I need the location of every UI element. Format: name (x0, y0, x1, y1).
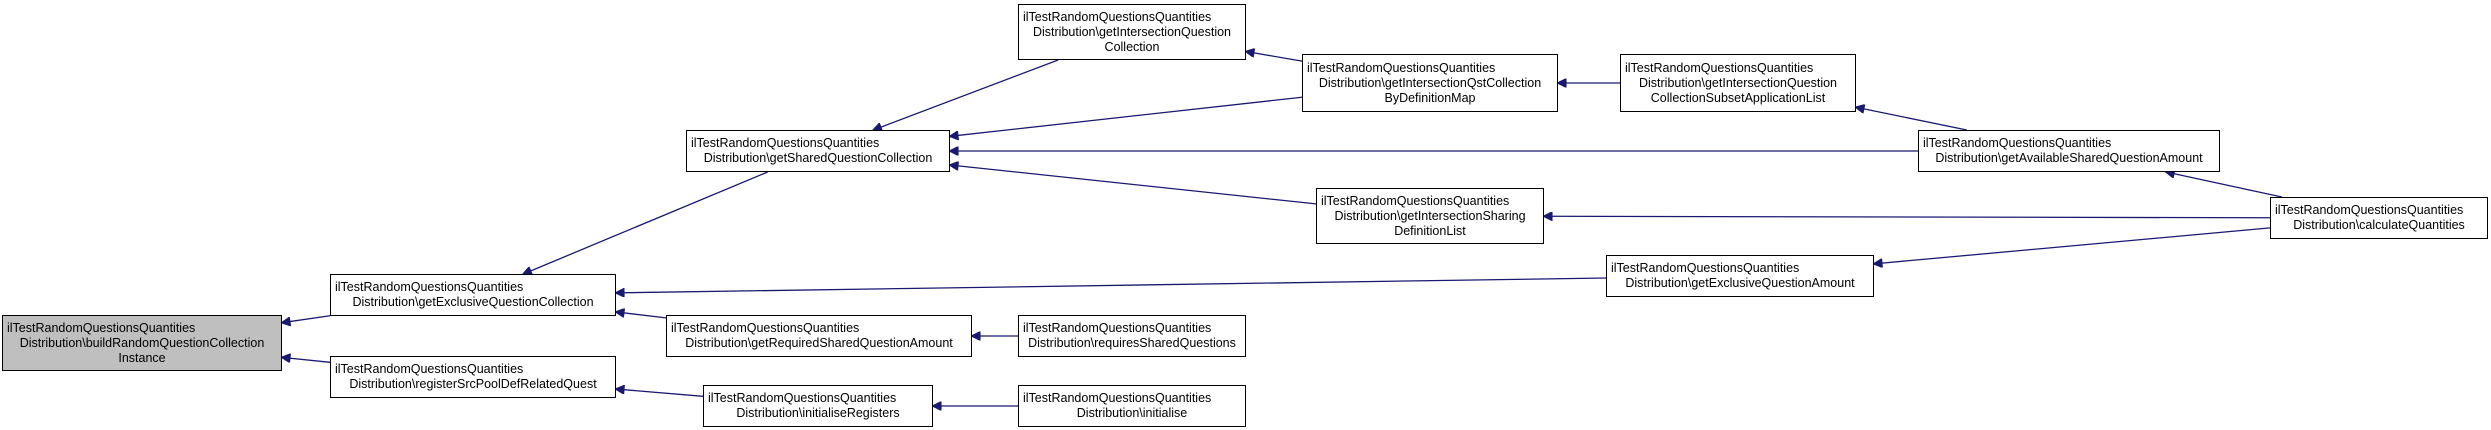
node-initialise[interactable]: ilTestRandomQuestionsQuantities Distribu… (1018, 385, 1246, 427)
node-get-shared-question-collection[interactable]: ilTestRandomQuestionsQuantities Distribu… (686, 130, 950, 172)
edge-getAvailableShared-to-getIntersectionSubset (1856, 107, 1967, 131)
node-line: Distribution\getExclusiveQuestionAmount (1625, 276, 1855, 290)
node-line: Distribution\getSharedQuestionCollection (703, 151, 933, 165)
edge-calculateQuantities-to-getExclusiveAmount (1874, 227, 2271, 264)
node-get-intersection-sharing-definition-list[interactable]: ilTestRandomQuestionsQuantities Distribu… (1316, 188, 1544, 244)
node-line: ilTestRandomQuestionsQuantities (1023, 391, 1212, 405)
edge-getIntersectionQstByDef-to-getIntersectionQC (1246, 52, 1303, 62)
node-line: ilTestRandomQuestionsQuantities (671, 321, 860, 335)
edge-calculateQuantities-to-getAvailableShared (2166, 172, 2282, 198)
node-line: Instance (118, 350, 166, 365)
node-line: Distribution\requiresSharedQuestions (1028, 336, 1236, 350)
node-line: ilTestRandomQuestionsQuantities (7, 320, 196, 335)
node-line: Distribution\getIntersectionQstCollectio… (1318, 75, 1542, 90)
edge-getShared-to-getExclusive (523, 171, 768, 274)
edge-getIntersectionQC-to-getShared (873, 59, 1059, 130)
edge-calculateQuantities-to-getIntersectionSharing (1544, 216, 2271, 218)
edge-getIntersectionQstByDef-to-getShared (950, 96, 1303, 136)
node-line: Distribution\getIntersectionQuestion (1638, 75, 1838, 90)
node-line: Distribution\buildRandomQuestionCollecti… (19, 335, 265, 350)
node-get-intersection-qst-collection-by-definition-map[interactable]: ilTestRandomQuestionsQuantities Distribu… (1302, 54, 1558, 112)
node-line: Distribution\initialise (1076, 406, 1188, 420)
node-get-intersection-question-collection-subset-application-list[interactable]: ilTestRandomQuestionsQuantities Distribu… (1620, 54, 1856, 112)
node-line: ilTestRandomQuestionsQuantities (1321, 193, 1510, 208)
node-line: ilTestRandomQuestionsQuantities (335, 362, 524, 376)
node-line: ilTestRandomQuestionsQuantities (708, 391, 897, 405)
edge-getRequiredShared-to-getExclusive (616, 312, 667, 319)
node-line: Distribution\initialiseRegisters (736, 406, 900, 420)
node-line: ilTestRandomQuestionsQuantities (1625, 60, 1814, 75)
node-line: Collection (1104, 39, 1160, 54)
node-register-src-pool-def-related-quest[interactable]: ilTestRandomQuestionsQuantities Distribu… (330, 356, 616, 398)
node-line: ilTestRandomQuestionsQuantities (335, 280, 524, 294)
node-line: ilTestRandomQuestionsQuantities (1307, 60, 1496, 75)
node-line: ilTestRandomQuestionsQuantities (1023, 9, 1212, 24)
node-initialise-registers[interactable]: ilTestRandomQuestionsQuantities Distribu… (703, 385, 933, 427)
node-line: ilTestRandomQuestionsQuantities (2275, 203, 2464, 217)
node-build-random-question-collection-instance: ilTestRandomQuestionsQuantities Distribu… (2, 315, 282, 371)
edge-registerSrc-to-build (282, 357, 331, 363)
node-line: ilTestRandomQuestionsQuantities (1023, 321, 1212, 335)
node-line: ilTestRandomQuestionsQuantities (1611, 261, 1800, 275)
node-get-required-shared-question-amount[interactable]: ilTestRandomQuestionsQuantities Distribu… (666, 315, 972, 357)
node-get-exclusive-question-collection[interactable]: ilTestRandomQuestionsQuantities Distribu… (330, 274, 616, 316)
node-line: ByDefinitionMap (1384, 90, 1476, 105)
edge-getExclusiveAmount-to-getExclusive (616, 277, 1607, 293)
node-get-intersection-question-collection[interactable]: ilTestRandomQuestionsQuantities Distribu… (1018, 4, 1246, 60)
node-requires-shared-questions[interactable]: ilTestRandomQuestionsQuantities Distribu… (1018, 315, 1246, 357)
edge-getIntersectionSharing-to-getShared (950, 165, 1317, 205)
edge-getExclusive-to-build (282, 315, 331, 323)
node-line: Distribution\getIntersectionQuestion (1032, 24, 1232, 39)
node-get-available-shared-question-amount[interactable]: ilTestRandomQuestionsQuantities Distribu… (1918, 130, 2220, 172)
node-line: ilTestRandomQuestionsQuantities (691, 136, 880, 150)
node-line: Distribution\calculateQuantities (2293, 218, 2465, 232)
edge-initialiseRegisters-to-registerSrc (616, 389, 704, 397)
node-line: ilTestRandomQuestionsQuantities (1923, 136, 2112, 150)
node-calculate-quantities[interactable]: ilTestRandomQuestionsQuantities Distribu… (2270, 197, 2488, 239)
node-get-exclusive-question-amount[interactable]: ilTestRandomQuestionsQuantities Distribu… (1606, 255, 1874, 297)
node-line: Distribution\getAvailableSharedQuestionA… (1935, 151, 2203, 165)
node-line: CollectionSubsetApplicationList (1650, 90, 1826, 105)
node-line: Distribution\registerSrcPoolDefRelatedQu… (349, 377, 597, 391)
node-line: Distribution\getIntersectionSharing (1334, 208, 1526, 223)
node-line: Distribution\getRequiredSharedQuestionAm… (685, 336, 953, 350)
node-line: DefinitionList (1394, 223, 1466, 238)
node-line: Distribution\getExclusiveQuestionCollect… (352, 295, 594, 309)
